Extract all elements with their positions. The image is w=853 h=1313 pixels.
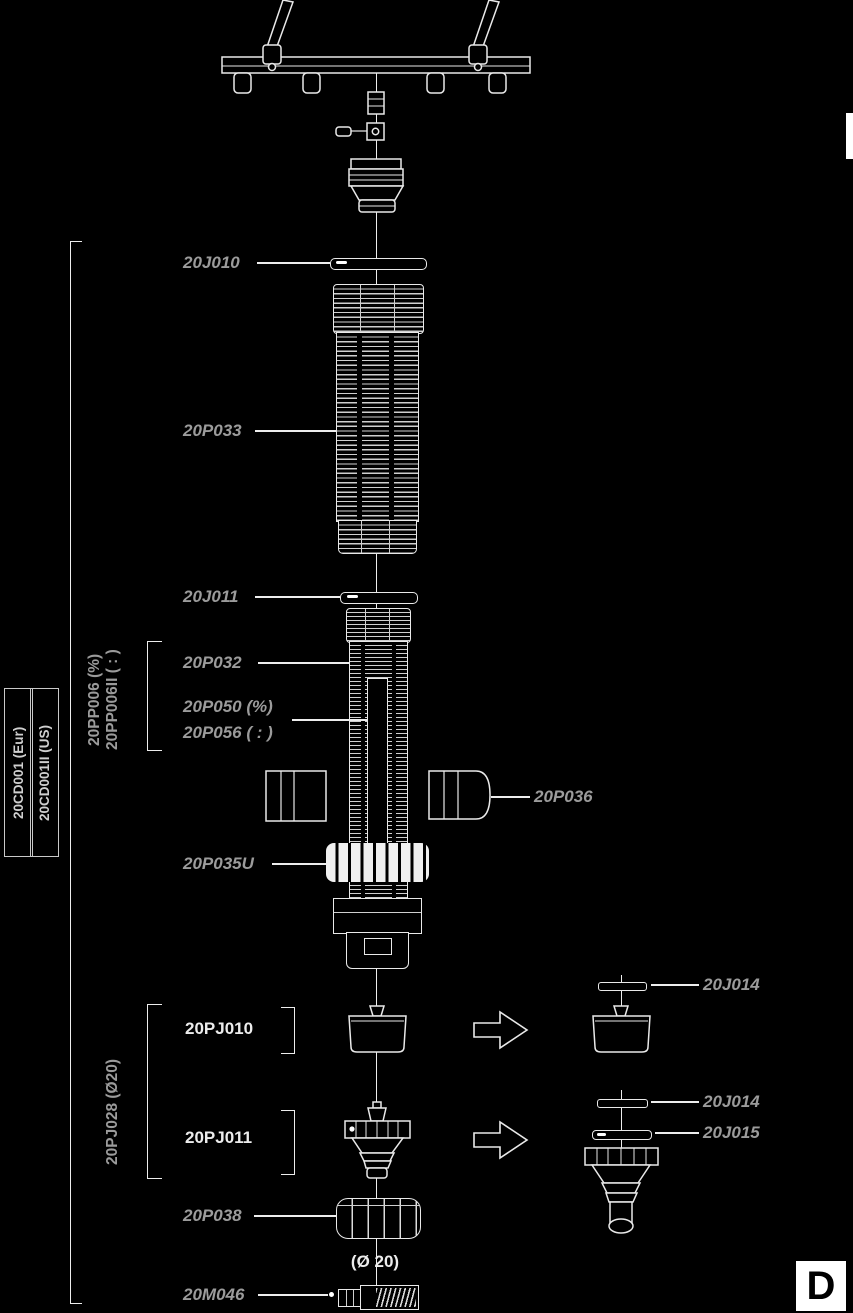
axis-line	[620, 975, 622, 982]
label-20j014-lower: 20J014	[703, 1092, 760, 1111]
nut-20p035u-drawing	[326, 843, 429, 882]
nut-20p038-drawing	[336, 1198, 421, 1239]
pj011-fitting-drawing	[344, 1101, 411, 1179]
j014-cap-drawing	[592, 1005, 651, 1053]
sink-unit-drawing	[221, 0, 531, 141]
leader-line-20p036	[491, 796, 530, 798]
hose-bottom-coupling-drawing	[338, 520, 417, 554]
pj010-cap-drawing	[348, 1005, 407, 1053]
tailpiece-drawing	[348, 158, 405, 213]
refbox-20cd001-us: 20CD001II (US)	[30, 688, 59, 857]
group-label-20pp006-line2: 20PP006II ( : )	[104, 649, 121, 750]
pj028-group-bracket	[147, 1004, 162, 1179]
hose-end-connector-lower-drawing	[346, 932, 409, 969]
label-20pj010: 20PJ010	[185, 1019, 254, 1038]
leader-line-20p038	[254, 1215, 336, 1217]
washer-20j014-upper-drawing	[598, 982, 647, 991]
gasket-20j010-drawing	[330, 258, 427, 270]
cropped-edge-object	[846, 113, 853, 159]
p036-branch-left-drawing	[265, 770, 327, 822]
hose-top-coupling-drawing	[333, 284, 424, 334]
label-20p056: 20P056 ( : )	[183, 723, 273, 742]
axis-line	[375, 552, 377, 592]
axis-line	[375, 967, 377, 1006]
label-20m046: 20M046	[183, 1285, 245, 1304]
clamp-20m046-band-drawing	[360, 1285, 419, 1310]
leader-line-20p033	[255, 430, 336, 432]
hose-end-connector-drawing	[333, 898, 422, 934]
axis-line	[375, 140, 377, 159]
j015-fitting-drawing	[584, 1147, 659, 1234]
hose-20p033-body-drawing	[336, 332, 419, 522]
axis-line	[620, 1090, 622, 1099]
washer-20j015-drawing	[592, 1130, 652, 1140]
label-diameter-20: (Ø 20)	[350, 1252, 400, 1271]
clamp-screw-dot	[329, 1292, 334, 1297]
leader-line-20j014-upper	[651, 984, 699, 986]
pj011-bracket	[281, 1110, 295, 1175]
label-20p033: 20P033	[183, 421, 242, 440]
axis-line	[375, 602, 377, 608]
label-20pj011: 20PJ011	[185, 1128, 253, 1147]
label-20p032: 20P032	[183, 653, 242, 672]
label-20p035u: 20P035U	[183, 854, 254, 873]
transform-arrow-upper	[473, 1010, 529, 1050]
page-marker-d: D	[796, 1261, 846, 1311]
pp006-group-bracket	[147, 641, 162, 751]
hose2-top-coupling-drawing	[346, 608, 411, 643]
label-20j014-upper: 20J014	[703, 975, 760, 994]
axis-line	[375, 1237, 377, 1285]
axis-line	[375, 114, 377, 127]
axis-line	[620, 989, 622, 1006]
leader-line-20j011	[255, 596, 340, 598]
label-20p038: 20P038	[183, 1206, 242, 1225]
leader-line-20p050	[292, 719, 367, 721]
label-20j011: 20J011	[183, 587, 239, 606]
label-20j015: 20J015	[703, 1123, 760, 1142]
leader-line-20j014-lower	[651, 1101, 699, 1103]
transform-arrow-lower	[473, 1120, 529, 1160]
group-label-20pp006: 20PP006 (%) 20PP006II ( : )	[86, 627, 122, 772]
axis-line	[620, 1138, 622, 1148]
gasket-20j011-drawing	[340, 592, 418, 604]
axis-line	[375, 1178, 377, 1198]
label-20j010: 20J010	[183, 253, 240, 272]
leader-line-20p032	[258, 662, 349, 664]
axis-line	[375, 268, 377, 284]
axis-line	[620, 1106, 622, 1130]
leader-line-20j010	[257, 262, 330, 264]
axis-line	[375, 1052, 377, 1102]
washer-20j014-lower-drawing	[597, 1099, 648, 1108]
leader-line-20m046	[258, 1294, 328, 1296]
axis-line	[375, 73, 377, 92]
main-group-bracket	[70, 241, 82, 1304]
p036-branch-right-drawing	[428, 770, 491, 820]
label-20p050: 20P050 (%)	[183, 697, 273, 716]
leader-line-20p035u	[272, 863, 326, 865]
label-20p036: 20P036	[534, 787, 593, 806]
group-label-20pj028: 20PJ028 (Ø20)	[104, 1059, 121, 1166]
inner-pipe-20p050-drawing	[367, 678, 388, 862]
group-label-20pp006-line1: 20PP006 (%)	[86, 653, 103, 746]
clamp-20m046-screw-drawing	[338, 1289, 362, 1307]
axis-line	[375, 212, 377, 258]
refbox-20cd001-eur: 20CD001 (Eur)	[4, 688, 33, 857]
pj010-bracket	[281, 1007, 295, 1054]
leader-line-20j015	[655, 1132, 699, 1134]
